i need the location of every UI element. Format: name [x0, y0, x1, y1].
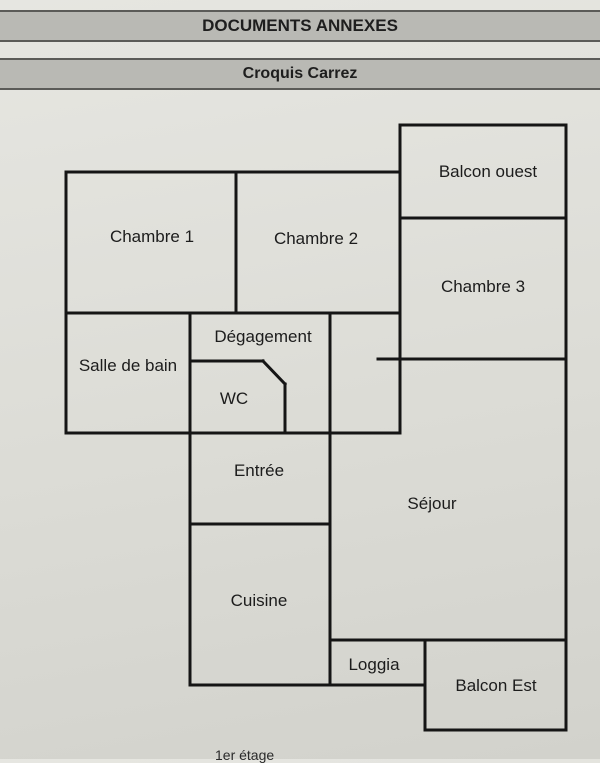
wall-outer-right — [398, 123, 568, 732]
walls — [64, 123, 568, 732]
room-label-loggia: Loggia — [348, 655, 400, 674]
room-label-cuisine: Cuisine — [231, 591, 288, 610]
room-labels: Chambre 1 Chambre 2 Balcon ouest Chambre… — [79, 162, 538, 695]
subtitle-banner: Croquis Carrez — [0, 58, 600, 90]
floor-label: 1er étage — [215, 747, 275, 763]
room-label-balcon-ouest: Balcon ouest — [439, 162, 538, 181]
room-label-chambre-2: Chambre 2 — [274, 229, 358, 248]
room-label-degagement: Dégagement — [214, 327, 312, 346]
section-title: DOCUMENTS ANNEXES — [202, 16, 398, 35]
room-label-sejour: Séjour — [407, 494, 456, 513]
wall-wc-door — [260, 358, 288, 387]
room-label-chambre-3: Chambre 3 — [441, 277, 525, 296]
room-label-chambre-1: Chambre 1 — [110, 227, 194, 246]
room-label-balcon-est: Balcon Est — [455, 676, 537, 695]
room-label-salle-de-bain: Salle de bain — [79, 356, 177, 375]
wall-left-block — [64, 170, 402, 435]
plan-subtitle: Croquis Carrez — [242, 65, 358, 82]
section-title-banner: DOCUMENTS ANNEXES — [0, 10, 600, 42]
room-label-entree: Entrée — [234, 461, 284, 480]
room-label-wc: WC — [220, 389, 248, 408]
